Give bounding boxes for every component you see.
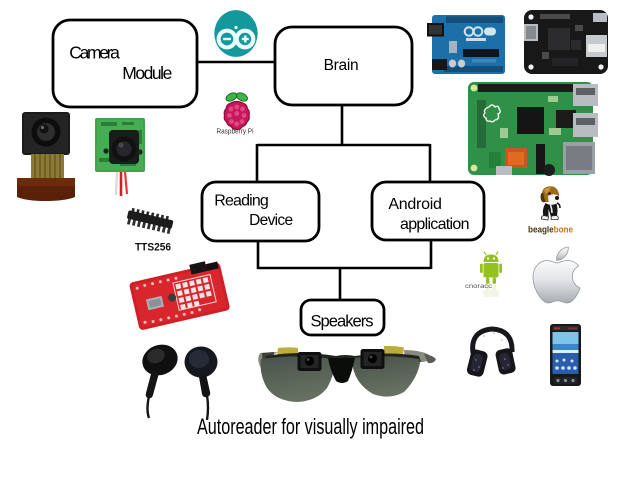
svg-text:Reading: Reading [214, 192, 268, 209]
svg-text:Device: Device [249, 212, 293, 229]
svg-text:Module: Module [122, 63, 172, 83]
svg-text:TTS256: TTS256 [135, 242, 171, 254]
svg-text:Camera: Camera [69, 42, 120, 62]
svg-text:Raspberry Pi: Raspberry Pi [217, 127, 254, 136]
svg-text:Speakers: Speakers [311, 311, 374, 330]
svg-text:Autoreader for visually impair: Autoreader for visually impaired [197, 414, 424, 439]
svg-text:cnoracc: cnoracc [465, 283, 493, 290]
svg-text:beaglebone: beaglebone [528, 225, 573, 236]
svg-text:Android: Android [388, 196, 442, 213]
svg-text:application: application [400, 216, 470, 233]
svg-text:Brain: Brain [324, 57, 359, 74]
